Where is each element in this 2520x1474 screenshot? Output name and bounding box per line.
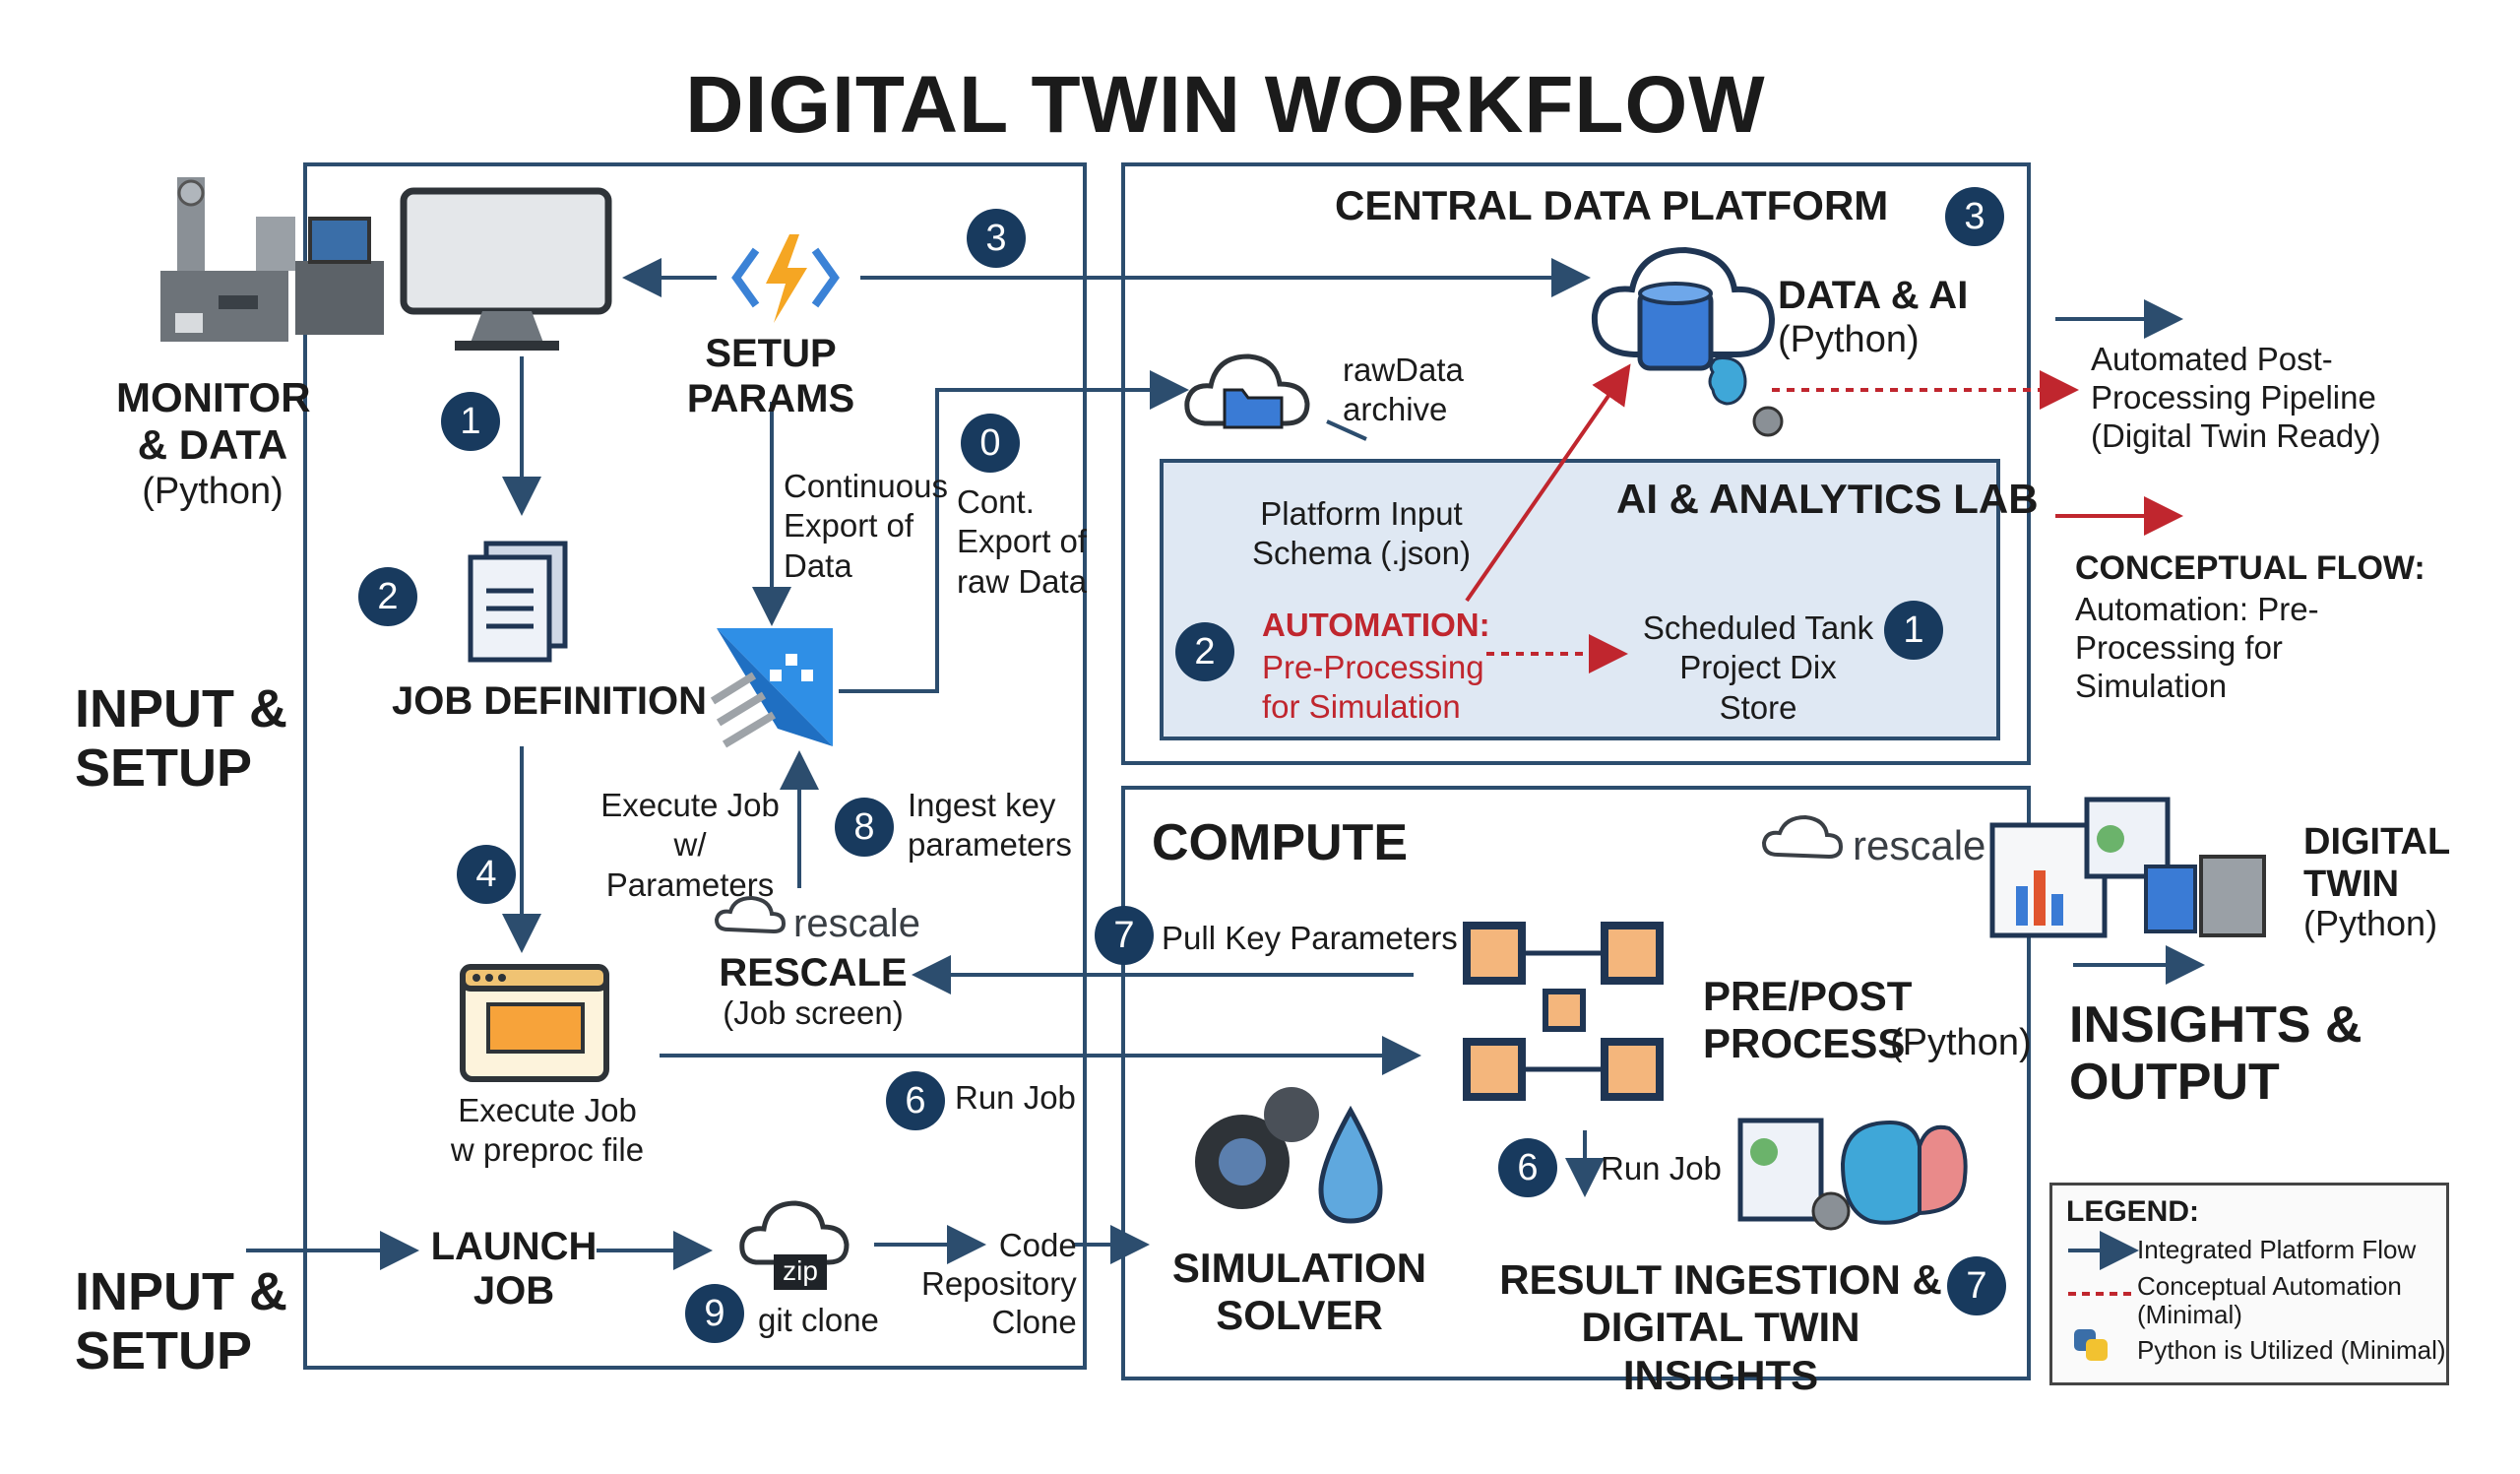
step-badge-6-compute: 6 bbox=[1498, 1138, 1557, 1197]
cloud-zip-icon bbox=[739, 1200, 850, 1290]
chip-network-icon bbox=[1463, 922, 1664, 1101]
rescale-title: RESCALE bbox=[719, 951, 908, 994]
legend-item-python: Python is Utilized (Minimal) bbox=[2137, 1335, 2446, 1365]
legend-item-conceptual: Conceptual Automation (Minimal) bbox=[2137, 1271, 2402, 1330]
zip-label: zip bbox=[783, 1255, 818, 1286]
step-badge-0: 0 bbox=[961, 414, 1020, 473]
flow-arrows bbox=[246, 258, 2205, 1270]
step-badge-7: 7 bbox=[1095, 906, 1154, 965]
step-badge-4: 4 bbox=[457, 845, 516, 904]
setup-params-label: SETUP PARAMS bbox=[686, 332, 855, 420]
conceptual-sub: Automation: Pre- Processing for Simulati… bbox=[2075, 591, 2319, 704]
step-badge-7-compute: 7 bbox=[1947, 1256, 2006, 1315]
page-title: DIGITAL TWIN WORKFLOW bbox=[685, 60, 1766, 150]
compute-box bbox=[1121, 786, 2031, 1380]
cloud-database-icon bbox=[1591, 246, 1776, 371]
automation-sub: Pre-Processing for Simulation bbox=[1262, 649, 1484, 726]
run-job-label-2: Run Job bbox=[1601, 1150, 1722, 1186]
automation-title: AUTOMATION: bbox=[1262, 607, 1490, 643]
rescale-sub: (Job screen) bbox=[723, 994, 904, 1031]
lightning-icon bbox=[731, 234, 840, 323]
legend-box: LEGEND: Integrated Platform Flow Concept… bbox=[2049, 1183, 2449, 1385]
execute-preproc-label: Execute Job w preproc file bbox=[450, 1092, 645, 1169]
input-setup-label-1: INPUT & SETUP bbox=[75, 679, 287, 799]
sim-solver-label: SIMULATION SOLVER bbox=[1171, 1245, 1427, 1339]
rescale-cloud-logo-compute bbox=[1761, 814, 1844, 860]
monitor-data-sub: (Python) bbox=[142, 471, 284, 512]
data-ai-sub: (Python) bbox=[1778, 319, 1920, 360]
platform-input-label: Platform Input Schema (.json) bbox=[1252, 495, 1471, 572]
ai-lab-box bbox=[1160, 459, 2000, 740]
insights-output-label: INSIGHTS & OUTPUT bbox=[2069, 996, 2362, 1112]
continuous-export-label: Continuous Export of Data bbox=[784, 468, 948, 584]
conceptual-title: CONCEPTUAL FLOW: bbox=[2075, 549, 2426, 587]
input-setup-label-2: INPUT & SETUP bbox=[75, 1262, 287, 1381]
step-badge-1: 1 bbox=[441, 392, 500, 451]
compute-title: COMPUTE bbox=[1152, 814, 1408, 871]
legend-title: LEGEND: bbox=[2066, 1195, 2199, 1228]
execute-job-params-label: Execute Job w/ Parameters bbox=[600, 787, 780, 903]
ai-lab-title: AI & ANALYTICS LAB bbox=[1616, 476, 2039, 522]
pull-key-label: Pull Key Parameters bbox=[1162, 920, 1458, 956]
step-badge-9: 9 bbox=[685, 1284, 744, 1343]
rescale-logo-text: rescale bbox=[793, 902, 920, 945]
dashboard-icon bbox=[1989, 797, 2266, 938]
rescale-cloud-logo bbox=[714, 895, 787, 934]
digital-twin-sub: (Python) bbox=[2303, 903, 2438, 943]
step-badge-2-lab: 2 bbox=[1175, 622, 1234, 681]
step-badge-3-platform: 3 bbox=[1945, 187, 2004, 246]
brain-gear-icon bbox=[1708, 356, 1784, 437]
raw-data-label: rawData archive bbox=[1343, 352, 1464, 428]
automated-post-label: Automated Post- Processing Pipeline (Dig… bbox=[2091, 341, 2381, 454]
step-badge-1-lab: 1 bbox=[1884, 601, 1943, 660]
gears-droplet-icon bbox=[1195, 1087, 1383, 1224]
conceptual-arrows bbox=[1465, 363, 2183, 673]
code-repo-label: Code Repository Clone bbox=[921, 1227, 1077, 1340]
ingest-key-label: Ingest key parameters bbox=[908, 787, 1072, 864]
factory-icon bbox=[160, 177, 384, 342]
result-ingestion-label: RESULT INGESTION & DIGITAL TWIN INSIGHTS bbox=[1499, 1256, 1942, 1398]
step-badge-2: 2 bbox=[358, 567, 417, 626]
job-definition-label: JOB DEFINITION bbox=[392, 679, 708, 723]
digital-twin-title: DIGITAL TWIN bbox=[2303, 821, 2451, 906]
run-job-label: Run Job bbox=[955, 1079, 1076, 1116]
step-badge-6: 6 bbox=[886, 1071, 945, 1130]
legend-item-flow: Integrated Platform Flow bbox=[2137, 1235, 2417, 1264]
git-clone-label: git clone bbox=[758, 1302, 879, 1338]
central-platform-box bbox=[1121, 162, 2031, 765]
report-brain-icon bbox=[1737, 1118, 1968, 1231]
launch-job-label: LAUNCH JOB bbox=[430, 1225, 598, 1313]
cont-export-raw-label: Cont. Export of raw Data bbox=[957, 483, 1088, 600]
left-workflow-box bbox=[303, 162, 1087, 1370]
monitor-data-title: MONITOR & DATA bbox=[116, 374, 311, 469]
scheduled-label: Scheduled Tank Project Dix Store bbox=[1642, 609, 1874, 726]
prepost-title: PRE/POST PROCESS bbox=[1703, 973, 1913, 1067]
monitor-icon bbox=[400, 187, 612, 351]
data-factory-icon bbox=[710, 628, 833, 748]
legend-swatches bbox=[2068, 1231, 2139, 1361]
browser-icon bbox=[460, 964, 609, 1082]
cloud-folder-icon bbox=[1184, 353, 1310, 429]
data-ai-title: DATA & AI bbox=[1778, 274, 1969, 317]
prepost-sub: (Python) bbox=[1890, 1022, 2032, 1063]
compute-rescale-logo-text: rescale bbox=[1853, 822, 1986, 868]
document-icon bbox=[468, 541, 568, 663]
central-platform-title: CENTRAL DATA PLATFORM bbox=[1335, 182, 1889, 228]
step-badge-3: 3 bbox=[967, 209, 1026, 268]
step-badge-8: 8 bbox=[835, 798, 894, 857]
